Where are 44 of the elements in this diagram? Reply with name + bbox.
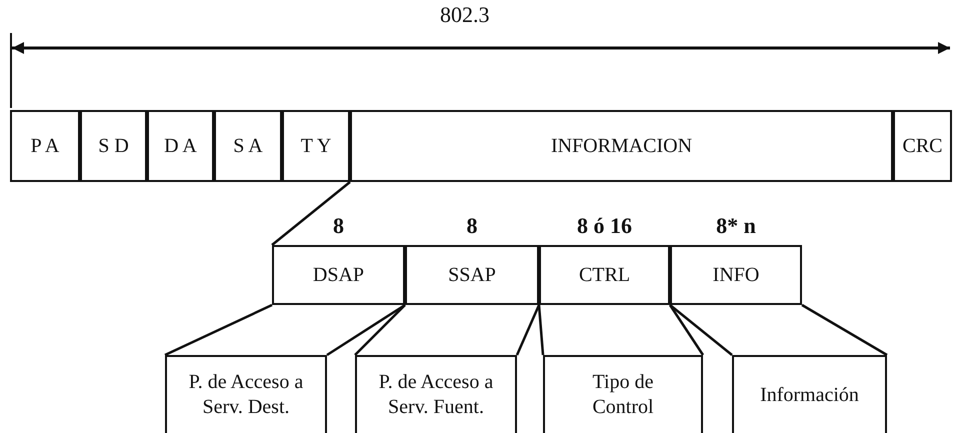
field-label: P A xyxy=(30,134,60,158)
field-box xyxy=(355,355,517,433)
field-label: SSAP xyxy=(448,262,496,288)
expansion-line xyxy=(516,304,540,356)
field-label: DSAP xyxy=(312,262,364,288)
field-label: Información xyxy=(760,382,859,408)
expansion-line xyxy=(271,181,351,246)
bit-count: 8* n xyxy=(715,212,757,240)
bit-count: 8 ó 16 xyxy=(576,212,633,240)
field-label: P. de Acceso a Serv. Dest. xyxy=(188,370,304,420)
field-label: S D xyxy=(98,134,129,158)
dimension-label: 802.3 xyxy=(440,2,490,28)
expansion-line xyxy=(354,304,406,356)
expansion-line xyxy=(801,304,888,356)
expansion-line xyxy=(538,304,544,356)
expansion-line xyxy=(669,304,733,356)
field-box xyxy=(543,355,703,433)
field-box xyxy=(272,245,405,305)
bit-count: 8 xyxy=(332,212,345,240)
expansion-line xyxy=(326,304,406,356)
field-label: D A xyxy=(164,134,197,158)
field-label: CTRL xyxy=(578,262,630,288)
field-box xyxy=(405,245,539,305)
field-box xyxy=(282,110,350,182)
field-label: P. de Acceso a Serv. Fuent. xyxy=(378,370,494,420)
field-label: S A xyxy=(233,134,263,158)
field-label: T Y xyxy=(300,134,332,158)
field-label: INFORMACION xyxy=(550,134,692,158)
field-box xyxy=(539,245,670,305)
field-label: INFO xyxy=(712,262,760,288)
expansion-line xyxy=(668,304,704,356)
field-box xyxy=(893,110,952,182)
field-label: CRC xyxy=(902,134,943,158)
field-box xyxy=(732,355,887,433)
field-box xyxy=(214,110,282,182)
bit-count: 8 xyxy=(466,212,478,240)
field-box xyxy=(147,110,214,182)
expansion-line xyxy=(164,304,273,356)
field-box xyxy=(350,110,893,182)
field-box xyxy=(165,355,327,433)
field-box xyxy=(80,110,147,182)
field-label: Tipo de Control xyxy=(591,370,655,420)
field-box xyxy=(670,245,802,305)
field-box xyxy=(10,110,80,182)
